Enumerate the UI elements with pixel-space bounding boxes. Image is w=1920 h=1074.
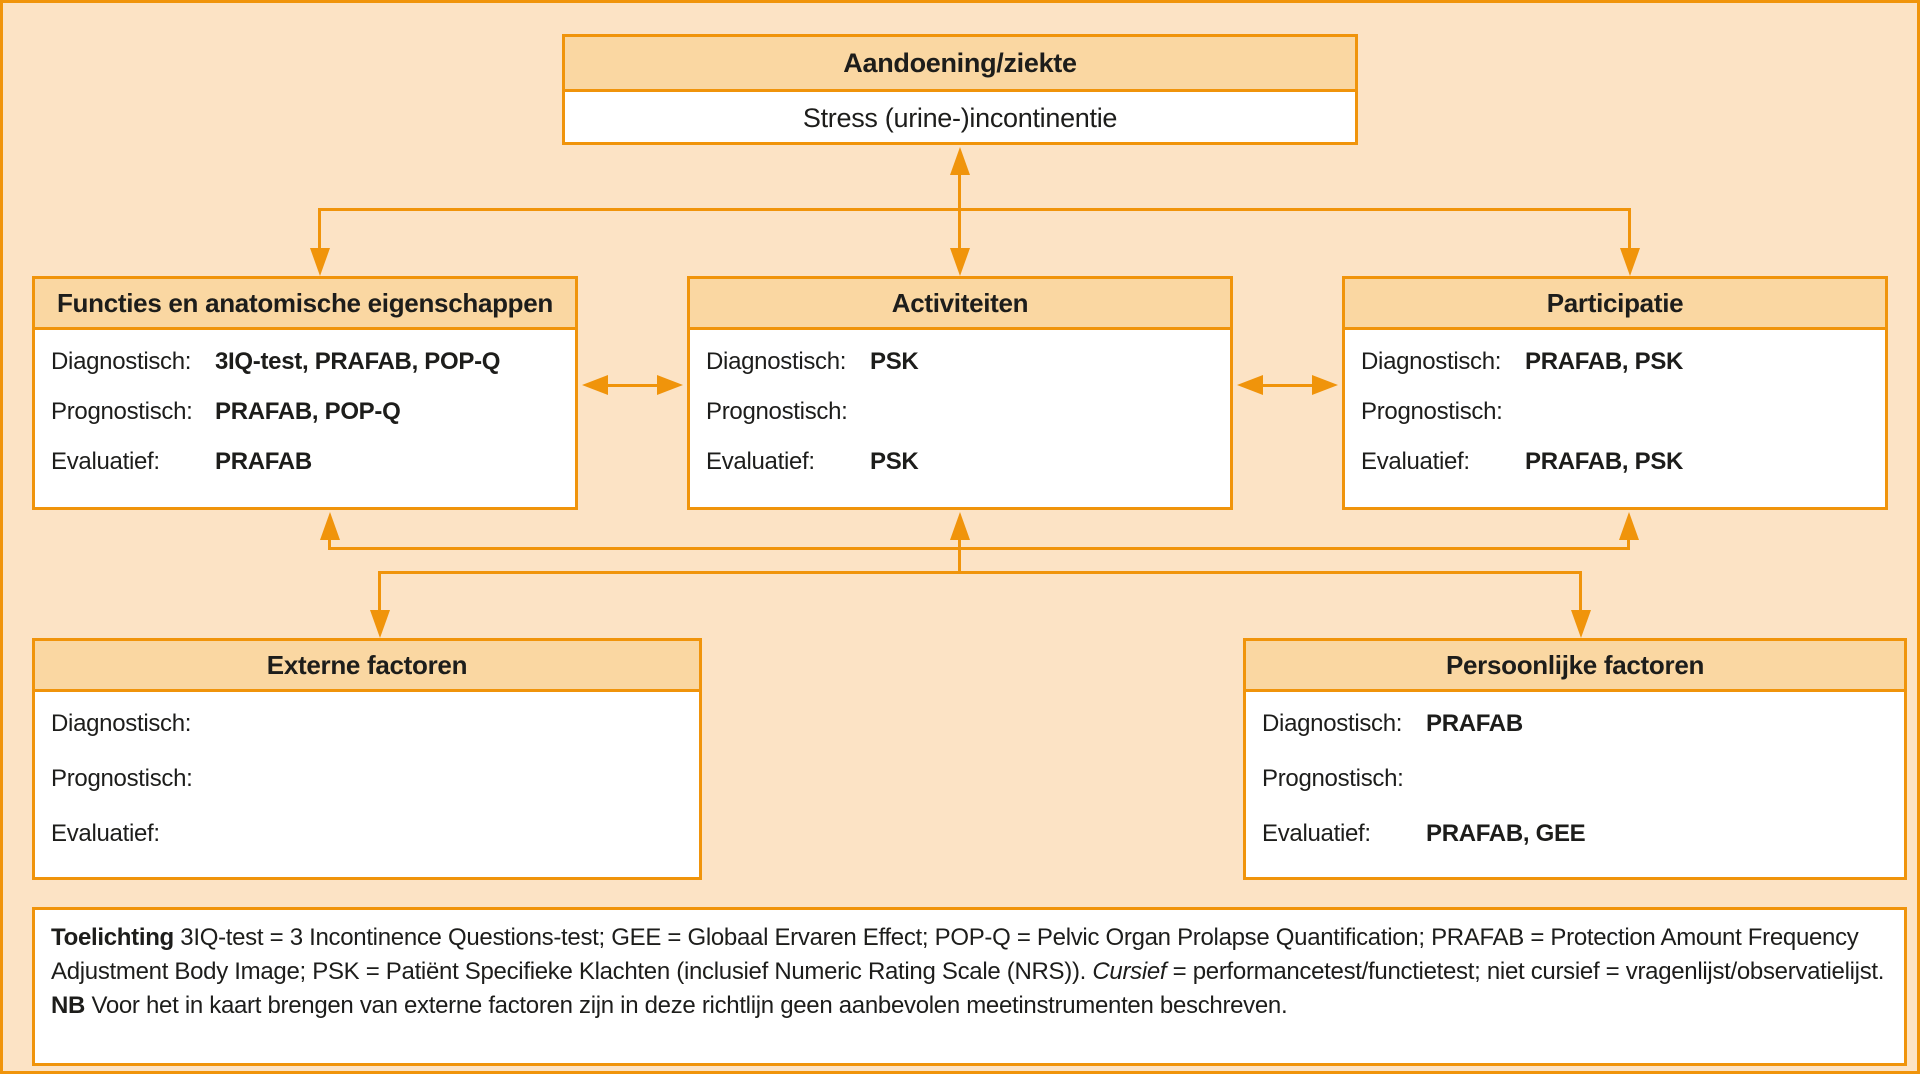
row-label: Diagnostisch: [51,710,192,737]
footnote-text: Toelichting 3IQ-test = 3 Incontinence Qu… [51,924,1885,1019]
arrowhead-right-icon [657,375,683,395]
row-evaluatief: Evaluatief: [51,819,683,848]
arrowhead-up-icon [1619,512,1639,540]
row-value: PRAFAB, POP-Q [215,398,401,425]
box-externe-title: Externe factoren [266,649,468,680]
box-activiteiten-header: Activiteiten [690,279,1230,330]
row-value: 3IQ-test, PRAFAB, POP-Q [215,348,501,375]
row-prognostisch: Prognostisch: [1361,397,1869,426]
row-label: Diagnostisch: [1262,710,1403,737]
box-persoonlijke-header: Persoonlijke factoren [1246,641,1904,692]
arrowhead-up-icon [320,512,340,540]
box-activiteiten: Activiteiten Diagnostisch: PSK Prognosti… [687,276,1233,510]
connector-line [1627,536,1630,550]
row-evaluatief: Evaluatief: PRAFAB [51,447,559,476]
box-activiteiten-title: Activiteiten [891,287,1029,318]
row-label: Diagnostisch: [706,348,847,375]
arrowhead-left-icon [582,375,608,395]
box-participatie: Participatie Diagnostisch: PRAFAB, PSK P… [1342,276,1888,510]
box-persoonlijke-title: Persoonlijke factoren [1445,649,1705,680]
row-value: PRAFAB, PSK [1525,448,1684,475]
box-persoonlijke-rows: Diagnostisch: PRAFAB Prognostisch: Evalu… [1246,692,1904,848]
row-value: PSK [870,448,919,475]
row-diagnostisch: Diagnostisch: 3IQ-test, PRAFAB, POP-Q [51,347,559,376]
row-value: PRAFAB, PSK [1525,348,1684,375]
connector-line [600,384,666,387]
row-prognostisch: Prognostisch: PRAFAB, POP-Q [51,397,559,426]
arrowhead-up-icon [950,147,970,175]
row-prognostisch: Prognostisch: [706,397,1214,426]
arrowhead-down-icon [1620,248,1640,276]
box-functies-header: Functies en anatomische eigenschappen [35,279,575,330]
row-prognostisch: Prognostisch: [1262,764,1888,793]
row-label: Evaluatief: [51,820,160,847]
box-persoonlijke-factoren: Persoonlijke factoren Diagnostisch: PRAF… [1243,638,1907,880]
row-label: Evaluatief: [706,448,815,475]
box-functies-rows: Diagnostisch: 3IQ-test, PRAFAB, POP-Q Pr… [35,330,575,476]
arrowhead-up-icon [950,512,970,540]
row-evaluatief: Evaluatief: PRAFAB, PSK [1361,447,1869,476]
footnote-toelichting: Toelichting 3IQ-test = 3 Incontinence Qu… [32,907,1907,1066]
arrowhead-down-icon [310,248,330,276]
row-label: Diagnostisch: [51,348,192,375]
row-value: PRAFAB [215,448,312,475]
connector-line [328,547,1630,550]
box-activiteiten-rows: Diagnostisch: PSK Prognostisch: Evaluati… [690,330,1230,476]
box-aandoening-header: Aandoening/ziekte [565,37,1355,92]
connector-line [378,571,1582,574]
row-diagnostisch: Diagnostisch: PSK [706,347,1214,376]
box-externe-factoren: Externe factoren Diagnostisch: Prognosti… [32,638,702,880]
row-label: Prognostisch: [51,765,193,792]
row-value: PRAFAB [1426,710,1523,737]
box-aandoening-ziekte: Aandoening/ziekte Stress (urine-)inconti… [562,34,1358,145]
row-label: Evaluatief: [1262,820,1371,847]
arrowhead-down-icon [950,248,970,276]
row-label: Prognostisch: [1262,765,1404,792]
row-diagnostisch: Diagnostisch: PRAFAB [1262,709,1888,738]
connector-line [318,208,1631,211]
arrowhead-down-icon [1571,610,1591,638]
box-functies: Functies en anatomische eigenschappen Di… [32,276,578,510]
row-label: Evaluatief: [51,448,160,475]
row-label: Prognostisch: [706,398,848,425]
connector-line [1255,384,1321,387]
connector-line [958,536,961,574]
row-prognostisch: Prognostisch: [51,764,683,793]
arrowhead-down-icon [370,610,390,638]
box-participatie-header: Participatie [1345,279,1885,330]
connector-line [1628,208,1631,252]
arrowhead-right-icon [1312,375,1338,395]
row-diagnostisch: Diagnostisch: PRAFAB, PSK [1361,347,1869,376]
row-diagnostisch: Diagnostisch: [51,709,683,738]
row-label: Prognostisch: [1361,398,1503,425]
diagnosis-label: Stress (urine-)incontinentie [802,103,1118,133]
connector-line [958,170,961,252]
box-participatie-rows: Diagnostisch: PRAFAB, PSK Prognostisch: … [1345,330,1885,476]
box-aandoening-title: Aandoening/ziekte [843,47,1077,78]
row-value: PSK [870,348,919,375]
row-evaluatief: Evaluatief: PSK [706,447,1214,476]
box-externe-header: Externe factoren [35,641,699,692]
row-label: Diagnostisch: [1361,348,1502,375]
connector-line [318,208,321,252]
row-value: PRAFAB, GEE [1426,820,1586,847]
row-label: Prognostisch: [51,398,193,425]
box-aandoening-body: Stress (urine-)incontinentie [565,92,1355,145]
row-evaluatief: Evaluatief: PRAFAB, GEE [1262,819,1888,848]
row-label: Evaluatief: [1361,448,1470,475]
arrowhead-left-icon [1237,375,1263,395]
box-functies-title: Functies en anatomische eigenschappen [56,287,554,318]
connector-line [378,571,381,613]
connector-line [328,536,331,550]
connector-line [1579,571,1582,613]
box-participatie-title: Participatie [1546,287,1684,318]
box-externe-rows: Diagnostisch: Prognostisch: Evaluatief: [35,692,699,848]
